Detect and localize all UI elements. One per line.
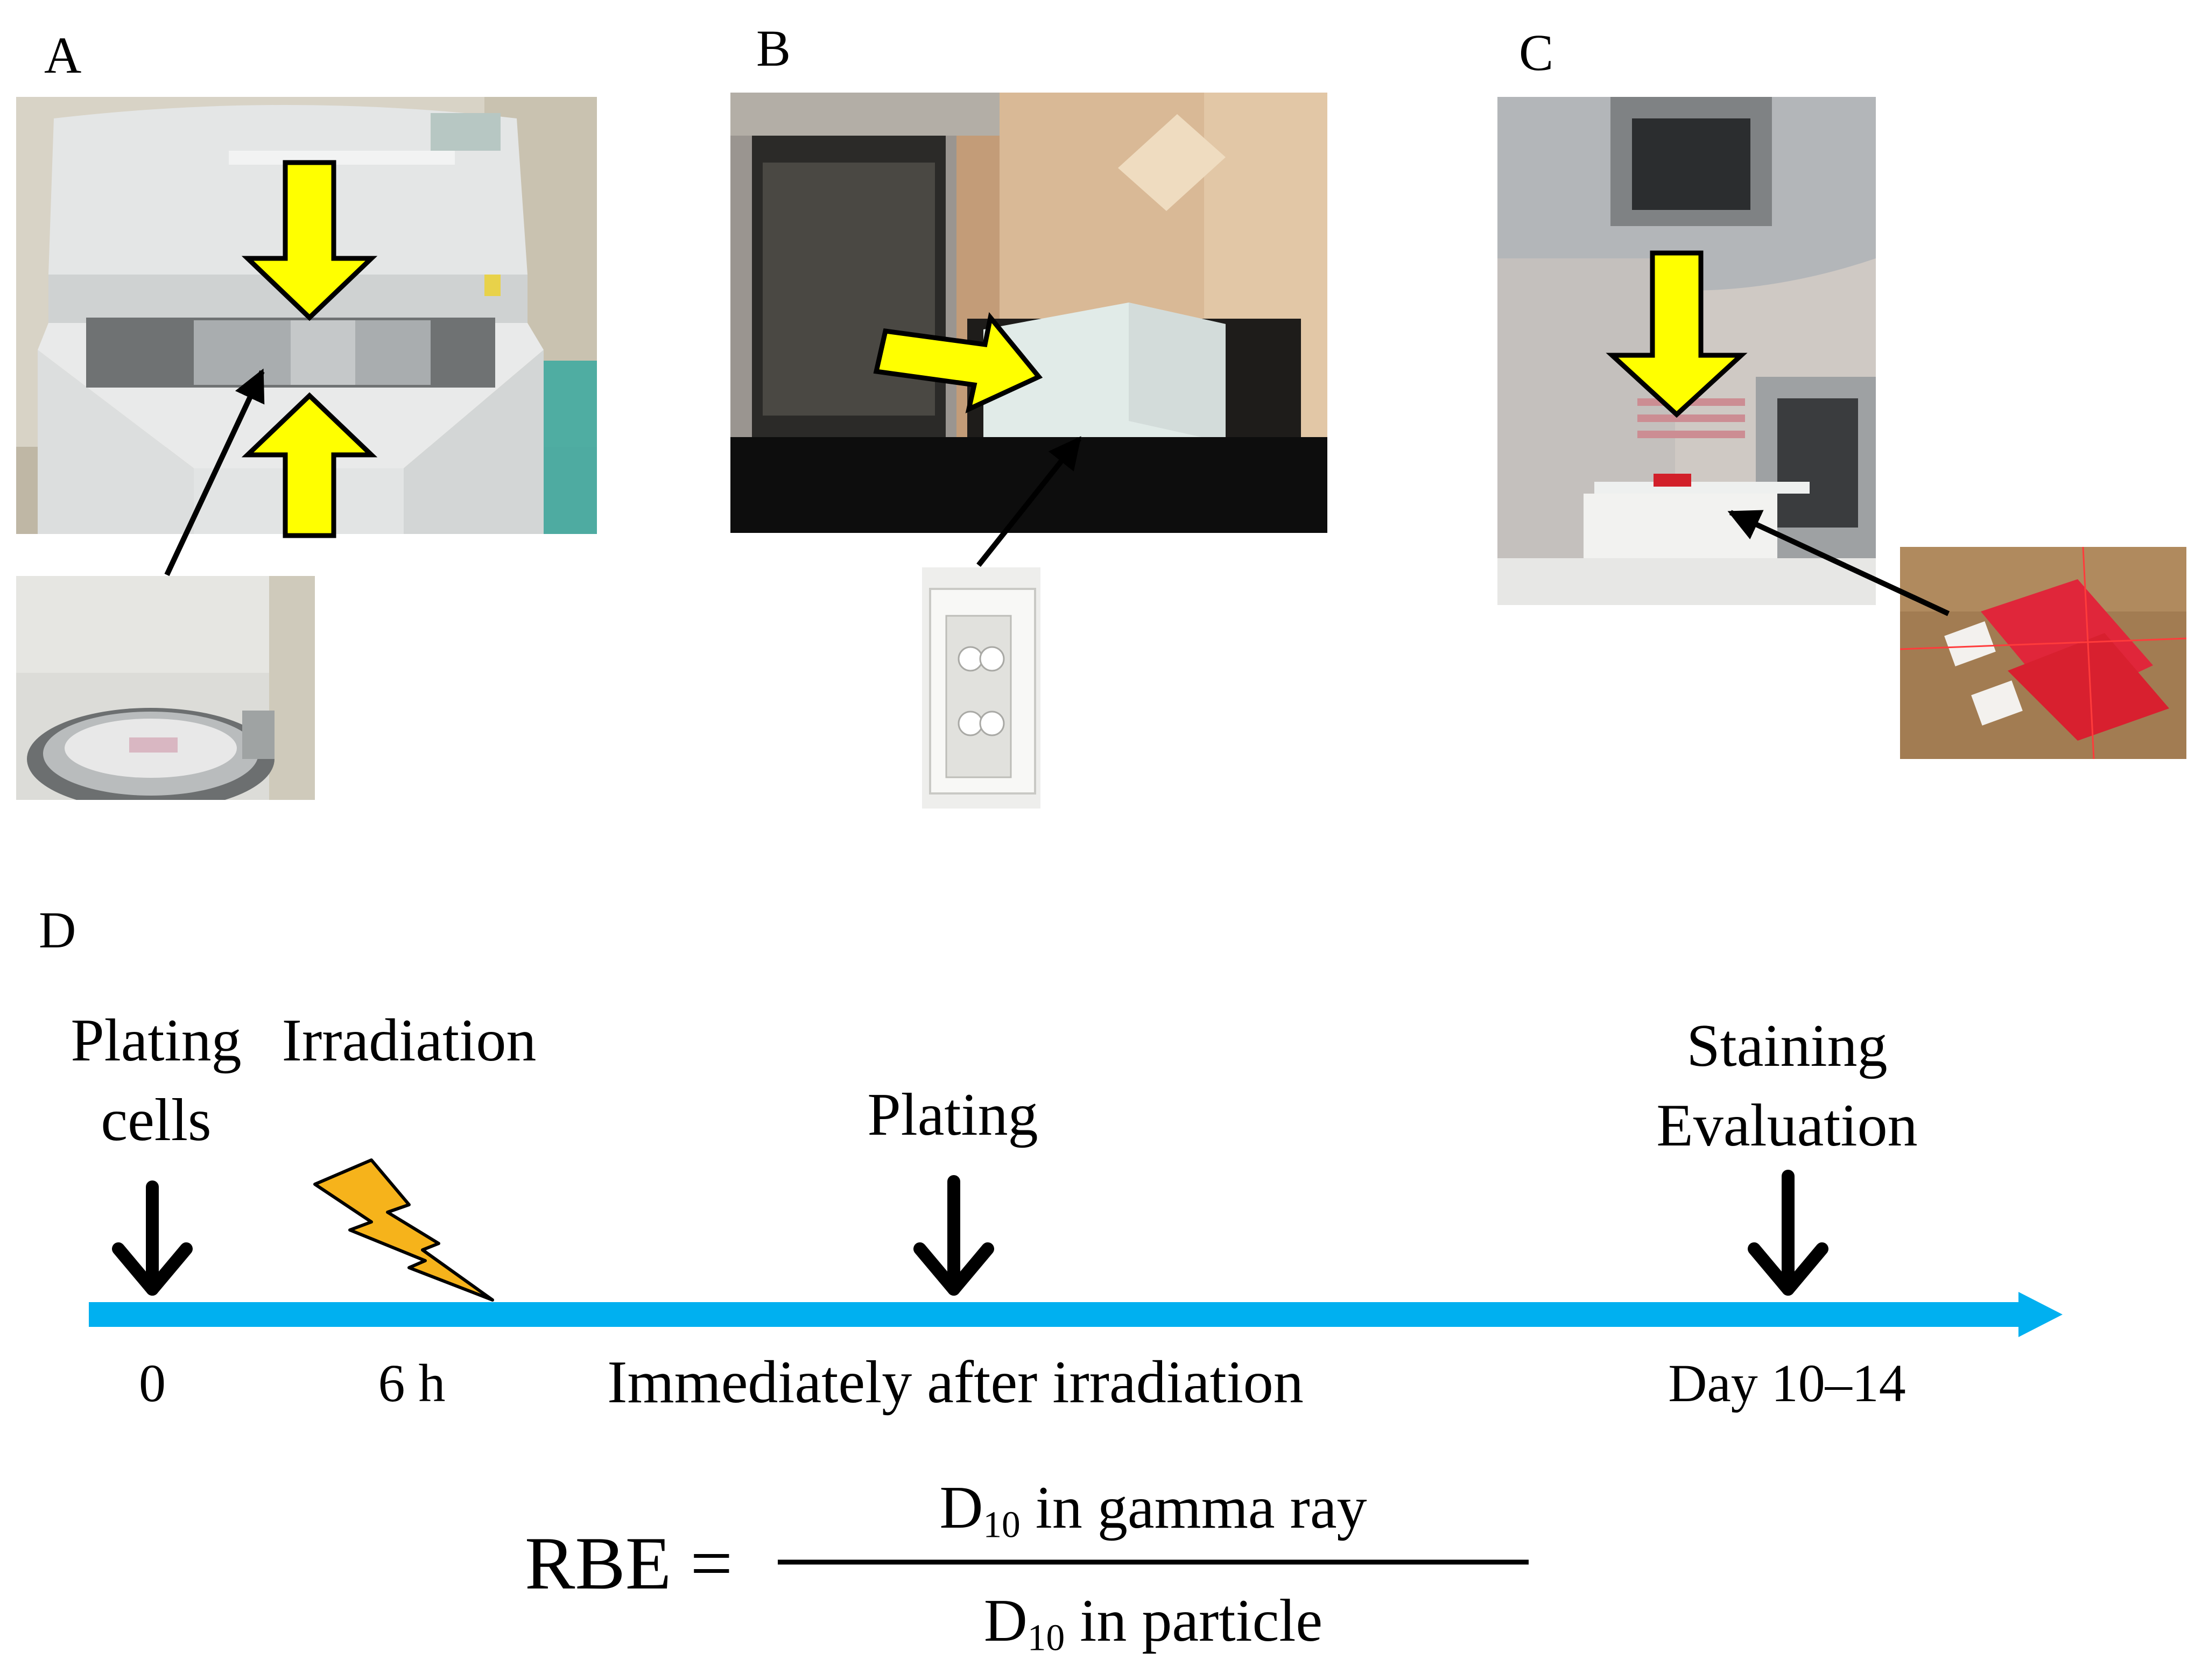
numerator-symbol: D: [939, 1474, 983, 1541]
panel-a-letter: A: [44, 26, 82, 84]
irradiator-chamber-inset-photo: [16, 576, 315, 800]
tick-label-immediately: Immediately after irradiation: [607, 1349, 1304, 1416]
panel-c-letter: C: [1519, 24, 1554, 81]
pointer-line-a: [164, 368, 265, 577]
event-label-plating-cells: Plating cells: [71, 1007, 242, 1154]
event-arrow-icon: [1748, 1170, 1828, 1296]
denominator-text: in particle: [1065, 1587, 1323, 1654]
phantom-holder-inset-photo: [922, 567, 1040, 809]
phantom-irradiation-room-photo: [730, 93, 1327, 533]
event-label-irradiation: Irradiation: [282, 1007, 537, 1074]
yellow-arrow-down-icon: [241, 160, 378, 321]
yellow-arrow-down-icon: [1606, 250, 1748, 418]
pointer-line-b: [976, 436, 1081, 567]
panel-d-letter: D: [39, 901, 76, 959]
event-label-staining-evaluation: Staining Evaluation: [1656, 1013, 1918, 1159]
event-arrow-icon: [112, 1180, 193, 1296]
panel-b-letter: B: [756, 19, 791, 77]
yellow-arrow-up-icon: [241, 392, 378, 538]
denominator-subscript: 10: [1027, 1617, 1065, 1659]
event-label-plating: Plating: [867, 1081, 1038, 1148]
tick-label-6h: 6 h: [378, 1353, 446, 1413]
timeline-arrowhead-icon: [2018, 1292, 2063, 1337]
lightning-bolt-icon: [313, 1158, 494, 1302]
rbe-numerator: D10 in gamma ray: [778, 1478, 1529, 1544]
numerator-text: in gamma ray: [1020, 1474, 1367, 1541]
culture-flasks-inset-photo: [1900, 547, 2186, 759]
rbe-denominator: D10 in particle: [778, 1591, 1529, 1657]
tick-label-0: 0: [139, 1353, 166, 1413]
yellow-arrow-right-icon: [873, 312, 1043, 413]
denominator-symbol: D: [983, 1587, 1028, 1654]
numerator-subscript: 10: [983, 1504, 1021, 1546]
tick-label-day-10-14: Day 10–14: [1668, 1353, 1906, 1413]
event-arrow-icon: [913, 1175, 994, 1296]
pointer-line-c: [1727, 510, 1950, 616]
rbe-lhs: RBE =: [525, 1522, 733, 1605]
